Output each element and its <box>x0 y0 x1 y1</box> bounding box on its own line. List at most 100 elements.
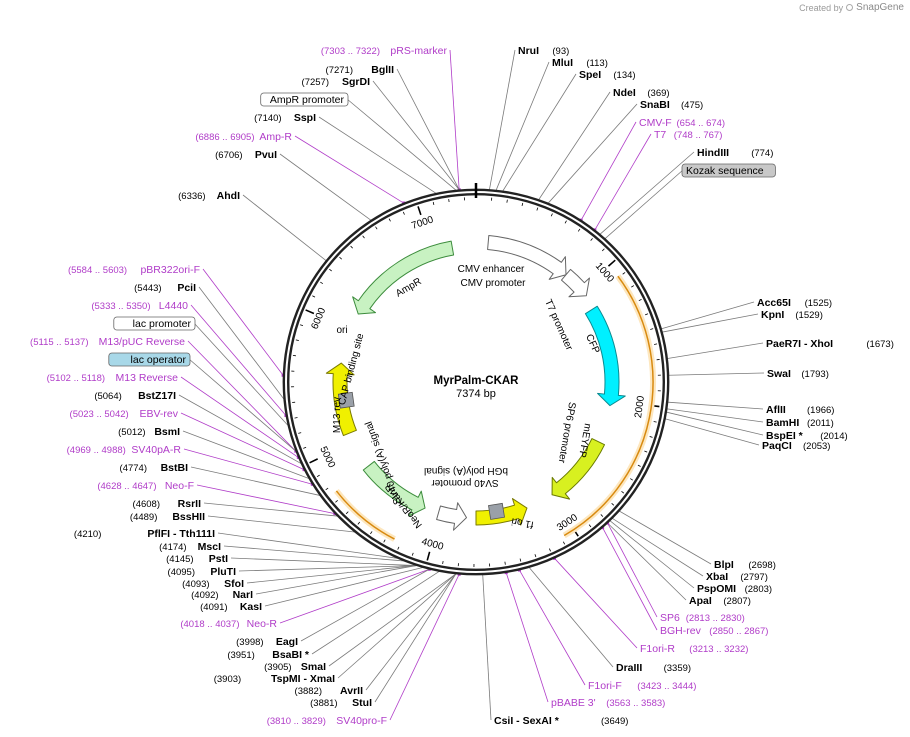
site-label-kasi[interactable]: KasI(4091) <box>200 601 262 613</box>
site-label-amp-r[interactable]: Amp-R(6886 .. 6905) <box>195 131 292 143</box>
site-name[interactable]: KasI <box>240 601 262 613</box>
site-name[interactable]: PciI <box>177 282 196 294</box>
site-label-ndei[interactable]: NdeI(369) <box>613 87 670 99</box>
site-label-kpni[interactable]: KpnI(1529) <box>761 309 823 321</box>
site-name[interactable]: PvuI <box>255 149 277 161</box>
site-name[interactable]: AflII <box>766 404 786 416</box>
site-name[interactable]: pBABE 3' <box>551 697 596 709</box>
site-label-sv40pa-r[interactable]: SV40pA-R(4969 .. 4988) <box>67 444 182 456</box>
site-name[interactable]: Kozak sequence <box>686 165 764 177</box>
site-label-tspmi-xmai[interactable]: TspMI - XmaI(3903) <box>214 673 335 685</box>
site-name[interactable]: SV40pro-F <box>336 715 387 727</box>
site-label-f1ori-f[interactable]: F1ori-F(3423 .. 3444) <box>588 680 696 692</box>
site-label-bsmi[interactable]: BsmI(5012) <box>118 426 180 438</box>
site-name[interactable]: XbaI <box>706 571 728 583</box>
site-label-f1ori-r[interactable]: F1ori-R(3213 .. 3232) <box>640 643 748 655</box>
site-label-nari[interactable]: NarI(4092) <box>191 589 253 601</box>
site-name[interactable]: PspOMI <box>697 583 736 595</box>
site-label-apai[interactable]: ApaI(2807) <box>689 595 751 607</box>
site-name[interactable]: L4440 <box>159 300 188 312</box>
site-name[interactable]: CMV-F <box>639 117 672 129</box>
site-label-sp6[interactable]: SP6(2813 .. 2830) <box>660 612 745 624</box>
site-name[interactable]: Acc65I <box>757 297 791 309</box>
site-name[interactable]: KpnI <box>761 309 784 321</box>
site-label-lac-operator[interactable]: lac operator <box>108 352 191 367</box>
site-name[interactable]: NarI <box>233 589 254 601</box>
site-name[interactable]: BGH-rev <box>660 625 702 637</box>
site-label-prs-marker[interactable]: pRS-marker(7303 .. 7322) <box>321 45 448 57</box>
site-label-ampr-promoter[interactable]: AmpR promoter <box>260 92 349 107</box>
site-label-avrii[interactable]: AvrII(3882) <box>295 685 364 697</box>
site-name[interactable]: EBV-rev <box>139 408 178 420</box>
site-name[interactable]: PluTI <box>210 566 236 578</box>
site-name[interactable]: StuI <box>352 697 372 709</box>
site-label-pbabe-3[interactable]: pBABE 3'(3563 .. 3583) <box>551 697 665 709</box>
site-label-xbai[interactable]: XbaI(2797) <box>706 571 768 583</box>
site-label-cmv-f[interactable]: CMV-F(654 .. 674) <box>639 117 725 129</box>
site-label-ahdi[interactable]: AhdI(6336) <box>178 190 240 202</box>
site-name[interactable]: MluI <box>552 57 573 69</box>
site-label-sv40pro-f[interactable]: SV40pro-F(3810 .. 3829) <box>267 715 387 727</box>
site-name[interactable]: Neo-F <box>165 480 194 492</box>
site-label-bstz17i[interactable]: BstZ17I(5064) <box>94 390 176 402</box>
site-label-smai[interactable]: SmaI(3905) <box>264 661 326 673</box>
site-name[interactable]: NruI <box>518 45 539 57</box>
site-name[interactable]: PaeR7I - XhoI <box>766 338 833 350</box>
site-name[interactable]: SgrDI <box>342 76 370 88</box>
site-name[interactable]: M13 Reverse <box>116 372 179 384</box>
site-label-pflfi-tth111i[interactable]: PflFI - Tth111I(4210) <box>74 528 215 540</box>
site-name[interactable]: HindIII <box>697 147 729 159</box>
site-name[interactable]: SP6 <box>660 612 680 624</box>
site-name[interactable]: lac promoter <box>133 318 192 330</box>
site-name[interactable]: Neo-R <box>247 618 278 630</box>
site-name[interactable]: lac operator <box>131 354 187 366</box>
site-label-csii-sexai[interactable]: CsiI - SexAI *(3649) <box>494 715 628 727</box>
site-label-l4440[interactable]: L4440(5333 .. 5350) <box>91 300 188 312</box>
site-name[interactable]: SmaI <box>301 661 326 673</box>
site-label-acc65i[interactable]: Acc65I(1525) <box>757 297 832 309</box>
site-label-psti[interactable]: PstI(4145) <box>166 553 228 565</box>
site-label-snabi[interactable]: SnaBI(475) <box>640 99 703 111</box>
site-label-nrui[interactable]: NruI(93) <box>518 45 569 57</box>
site-name[interactable]: BlpI <box>714 559 734 571</box>
site-label-blpi[interactable]: BlpI(2698) <box>714 559 776 571</box>
site-label-stui[interactable]: StuI(3881) <box>310 697 372 709</box>
site-label-hindiii[interactable]: HindIII(774) <box>697 147 773 159</box>
site-name[interactable]: BstZ17I <box>138 390 176 402</box>
site-name[interactable]: BspEI * <box>766 430 804 442</box>
site-label-paqci[interactable]: PaqCI(2053) <box>762 440 830 452</box>
site-name[interactable]: PstI <box>209 553 228 565</box>
site-label-spei[interactable]: SpeI(134) <box>579 69 636 81</box>
site-name[interactable]: NdeI <box>613 87 636 99</box>
site-label-bsabi[interactable]: BsaBI *(3951) <box>227 649 310 661</box>
site-label-pbr322ori-f[interactable]: pBR322ori-F(5584 .. 5603) <box>68 264 200 276</box>
site-name[interactable]: CsiI - SexAI * <box>494 715 560 727</box>
site-label-neo-f[interactable]: Neo-F(4628 .. 4647) <box>97 480 194 492</box>
site-name[interactable]: SnaBI <box>640 99 670 111</box>
site-name[interactable]: BsaBI * <box>272 649 310 661</box>
site-name[interactable]: PaqCI <box>762 440 792 452</box>
site-label-bspei[interactable]: BspEI *(2014) <box>766 430 848 442</box>
site-name[interactable]: BssHII <box>172 511 205 523</box>
site-label-eagi[interactable]: EagI(3998) <box>236 636 298 648</box>
site-name[interactable]: TspMI - XmaI <box>271 673 335 685</box>
site-name[interactable]: SspI <box>294 112 316 124</box>
site-name[interactable]: EagI <box>276 636 298 648</box>
site-label-bstbi[interactable]: BstBI(4774) <box>120 462 189 474</box>
site-name[interactable]: F1ori-R <box>640 643 675 655</box>
site-name[interactable]: MscI <box>198 541 221 553</box>
site-label-bgh-rev[interactable]: BGH-rev(2850 .. 2867) <box>660 625 768 637</box>
site-name[interactable]: AmpR promoter <box>270 94 345 106</box>
site-label-aflii[interactable]: AflII(1966) <box>766 404 834 416</box>
site-name[interactable]: BglII <box>371 64 394 76</box>
site-label-neo-r[interactable]: Neo-R(4018 .. 4037) <box>180 618 277 630</box>
site-label-sspi[interactable]: SspI(7140) <box>254 112 316 124</box>
site-name[interactable]: AvrII <box>340 685 363 697</box>
site-label-kozak-sequence[interactable]: Kozak sequence <box>681 163 776 178</box>
site-name[interactable]: RsrII <box>178 498 201 510</box>
site-label-m13-puc-reverse[interactable]: M13/pUC Reverse(5115 .. 5137) <box>30 336 185 348</box>
site-name[interactable]: F1ori-F <box>588 680 622 692</box>
site-label-pspomi[interactable]: PspOMI(2803) <box>697 583 772 595</box>
site-name[interactable]: SV40pA-R <box>131 444 181 456</box>
site-label-lac-promoter[interactable]: lac promoter <box>113 316 196 331</box>
